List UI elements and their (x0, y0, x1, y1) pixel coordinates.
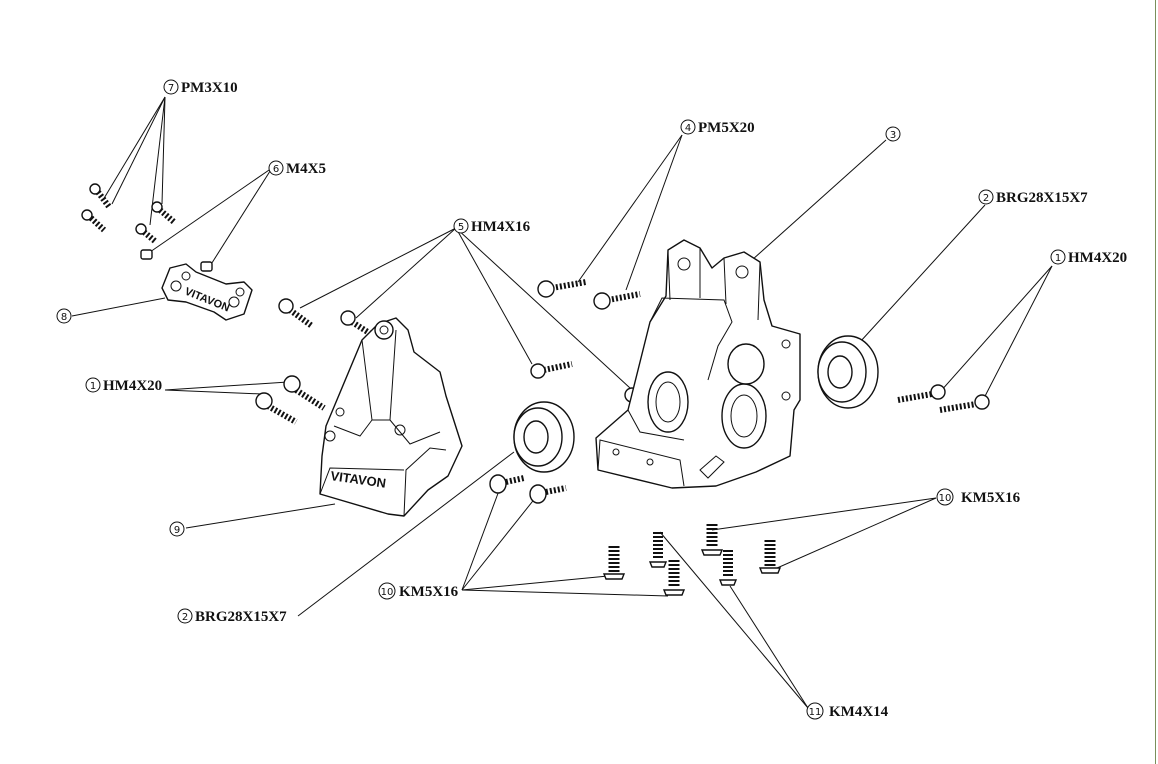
callout-3: 3 (885, 126, 901, 142)
callout-11: 11 KM4X14 (806, 702, 889, 720)
bearing-left (513, 401, 575, 473)
screw-pm5x20-b (593, 291, 641, 310)
screw-km4x14-a (648, 532, 668, 568)
callout-1-right-label: HM4X20 (1068, 250, 1127, 266)
screw-pm3x10-b (81, 209, 107, 233)
screw-km5x16-e (700, 524, 724, 556)
screw-pm5x20-a (537, 279, 587, 298)
top-brace-part: VITAVON (161, 263, 253, 321)
callout-7-label: PM3X10 (181, 80, 238, 96)
screw-hm4x16-a (278, 298, 314, 329)
screw-km5x16-d (662, 560, 686, 596)
svg-text:10: 10 (381, 587, 394, 598)
svg-text:5: 5 (458, 222, 464, 233)
front-bulkhead-part: VITAVON (319, 317, 463, 517)
page-edge-rule (1155, 0, 1156, 764)
callout-1-left-label: HM4X20 (103, 378, 162, 394)
screw-km5x16-b (529, 484, 567, 504)
screw-pm3x10-a (89, 183, 113, 210)
screw-pm3x10-c (135, 223, 158, 245)
callout-2-right: 2 BRG28X15X7 (978, 189, 1088, 206)
svg-text:8: 8 (61, 312, 67, 323)
screw-km5x16-f (758, 540, 782, 574)
callout-10-right-label: KM5X16 (961, 490, 1021, 506)
svg-text:2: 2 (983, 193, 989, 204)
callout-5: 5 HM4X16 (453, 218, 531, 235)
callout-10-left: 10 KM5X16 (378, 582, 459, 600)
screw-hm4x20-left-a (255, 392, 298, 425)
screw-hm4x20-left-b (283, 375, 326, 411)
svg-text:1: 1 (1055, 253, 1061, 264)
svg-text:10: 10 (939, 493, 952, 504)
screw-m4x5-b (200, 261, 213, 272)
screw-hm4x20-right-b (939, 394, 990, 413)
callout-4-label: PM5X20 (698, 120, 755, 136)
callout-4: 4 PM5X20 (680, 119, 755, 136)
svg-text:9: 9 (174, 525, 180, 536)
callout-9: 9 (169, 521, 185, 537)
callout-10-right: 10 KM5X16 (936, 488, 1021, 506)
callout-6-label: M4X5 (286, 161, 326, 177)
svg-text:6: 6 (273, 164, 279, 175)
svg-text:3: 3 (890, 130, 896, 141)
callout-6: 6 M4X5 (268, 160, 326, 177)
screw-hm4x16-c (530, 361, 573, 379)
screw-pm3x10-d (151, 201, 176, 225)
callout-8: 8 (56, 308, 72, 324)
callout-10-left-label: KM5X16 (399, 584, 459, 600)
gearbox-housing-part (595, 239, 801, 489)
screw-km5x16-a (489, 474, 525, 494)
svg-text:2: 2 (182, 612, 188, 623)
callout-2-left-label: BRG28X15X7 (195, 609, 287, 625)
callout-2-right-label: BRG28X15X7 (996, 190, 1088, 206)
bearing-right (817, 335, 879, 409)
callout-1-right: 1 HM4X20 (1050, 249, 1127, 266)
svg-text:11: 11 (809, 707, 822, 718)
screw-km5x16-c (602, 546, 626, 580)
callout-5-label: HM4X16 (471, 219, 531, 235)
screw-m4x5-a (140, 249, 153, 260)
screw-km4x14-b (718, 550, 738, 586)
callout-11-label: KM4X14 (829, 704, 889, 720)
callout-1-left: 1 HM4X20 (85, 377, 162, 394)
svg-text:4: 4 (685, 123, 691, 134)
screw-hm4x20-right-a (897, 384, 946, 403)
callout-7: 7 PM3X10 (163, 79, 238, 96)
svg-text:1: 1 (90, 381, 96, 392)
leader-lines (71, 96, 1053, 709)
svg-text:7: 7 (168, 83, 174, 94)
callout-2-left: 2 BRG28X15X7 (177, 608, 287, 625)
